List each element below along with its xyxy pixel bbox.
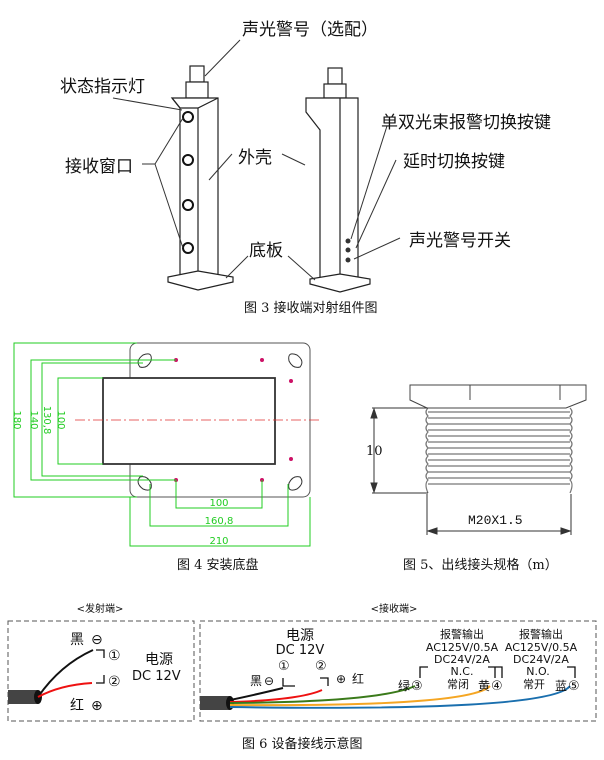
pin-3: ③ bbox=[411, 679, 423, 694]
fig6-wiring: <发射端> 黑 ⊖ ① ② 红 ⊕ 电源 DC 12V <接收端> 电源 DC … bbox=[7, 602, 597, 752]
power-title: 电源 bbox=[145, 652, 173, 668]
hex-nut bbox=[409, 384, 587, 409]
dim-100-h: 100 bbox=[209, 498, 228, 509]
label-base-plate: 底板 bbox=[249, 241, 283, 261]
dimension-arrows bbox=[370, 407, 572, 535]
alarm2-dc: DC24V/2A bbox=[513, 653, 569, 666]
fig4-caption: 图 4 安装底盘 bbox=[177, 557, 259, 573]
label-receive-window: 接收窗口 bbox=[65, 157, 133, 177]
tower-footprint bbox=[102, 377, 276, 465]
wire-black bbox=[37, 649, 94, 698]
label-nc: N.C. bbox=[451, 665, 474, 678]
dim-140: 140 bbox=[28, 410, 39, 429]
label-green: 绿 bbox=[398, 678, 410, 693]
power-value: DC 12V bbox=[132, 669, 181, 684]
wire-black-rx bbox=[229, 687, 284, 701]
pin-2: ② bbox=[108, 674, 121, 690]
receive-window-lens bbox=[182, 111, 194, 254]
dim-height-10: 10 bbox=[366, 444, 383, 459]
label-nc-cn: 常闭 bbox=[447, 678, 469, 691]
transmitter-title: <发射端> bbox=[77, 602, 124, 615]
label-shell: 外壳 bbox=[238, 148, 272, 168]
dim-100-v: 100 bbox=[55, 410, 66, 429]
minus-symbol: ⊖ bbox=[91, 632, 103, 648]
wire-yellow bbox=[229, 685, 491, 707]
rx-label-red: 红 bbox=[352, 671, 364, 686]
wire-green bbox=[229, 685, 416, 704]
fig5-caption: 图 5、出线接头规格（m） bbox=[403, 557, 558, 573]
transmitter-box bbox=[7, 620, 195, 722]
dimension-lines bbox=[13, 342, 311, 547]
fig5-cable-gland: 10 M20X1.5 图 5、出线接头规格（m） bbox=[366, 384, 587, 573]
rx-label-black: 黑 bbox=[250, 674, 262, 688]
label-blue: 蓝 bbox=[555, 679, 567, 693]
alarm1-dc: DC24V/2A bbox=[434, 653, 490, 666]
receiver-cable bbox=[200, 696, 230, 710]
dim-130-8: 130,8 bbox=[41, 406, 52, 435]
leader-lines bbox=[112, 39, 401, 281]
label-red: 红 bbox=[70, 698, 84, 714]
label-status-light: 状态指示灯 bbox=[60, 77, 145, 97]
dim-210: 210 bbox=[209, 536, 228, 547]
pin-1: ① bbox=[108, 648, 121, 664]
wire-red-rx bbox=[229, 689, 323, 703]
mounting-slots bbox=[137, 353, 303, 491]
rx-pin-2: ② bbox=[315, 659, 327, 674]
threads bbox=[425, 407, 573, 494]
transmitter-cable bbox=[8, 690, 38, 704]
alarm1-ac: AC125V/0.5A bbox=[426, 641, 499, 654]
plus-symbol: ⊕ bbox=[91, 698, 103, 714]
receiver-tower-front bbox=[167, 65, 234, 291]
label-delay-switch: 延时切换按键 bbox=[403, 152, 505, 172]
pin-5: ⑤ bbox=[568, 679, 580, 694]
rx-pin-1: ① bbox=[278, 659, 290, 674]
label-no: N.O. bbox=[526, 665, 549, 678]
thread-spec: M20X1.5 bbox=[468, 513, 523, 528]
button-dots bbox=[345, 238, 351, 263]
receiver-tower-back bbox=[305, 67, 371, 293]
fig3-receiver-assembly: 声光警号（选配） 状态指示灯 接收窗口 外壳 底板 单双光束报警切换按键 延时切… bbox=[60, 20, 551, 316]
fig6-caption: 图 6 设备接线示意图 bbox=[242, 736, 363, 752]
rx-minus: ⊖ bbox=[264, 674, 274, 688]
receiver-title: <接收端> bbox=[371, 602, 418, 615]
wire-blue bbox=[229, 685, 571, 709]
label-black: 黑 bbox=[70, 632, 84, 648]
label-no-cn: 常开 bbox=[523, 678, 545, 691]
rx-power-title: 电源 bbox=[286, 628, 314, 644]
fig3-caption: 图 3 接收端对射组件图 bbox=[244, 300, 378, 316]
label-strobe: 声光警号（选配） bbox=[242, 20, 378, 40]
alarm1-title: 报警输出 bbox=[440, 627, 484, 641]
fig4-mounting-base: 180 140 130,8 100 100 160,8 210 图 4 安装底盘 bbox=[11, 342, 320, 573]
alarm2-ac: AC125V/0.5A bbox=[505, 641, 578, 654]
label-yellow: 黄 bbox=[478, 679, 490, 693]
dim-180: 180 bbox=[11, 410, 22, 429]
wire-red bbox=[37, 682, 93, 698]
label-strobe-switch: 声光警号开关 bbox=[409, 231, 511, 251]
label-beam-switch: 单双光束报警切换按键 bbox=[381, 113, 551, 133]
pin-4: ④ bbox=[491, 679, 503, 694]
dim-160-8: 160,8 bbox=[205, 516, 234, 527]
alarm2-title: 报警输出 bbox=[519, 627, 563, 641]
rx-power-value: DC 12V bbox=[276, 643, 325, 658]
rx-plus: ⊕ bbox=[336, 672, 346, 686]
